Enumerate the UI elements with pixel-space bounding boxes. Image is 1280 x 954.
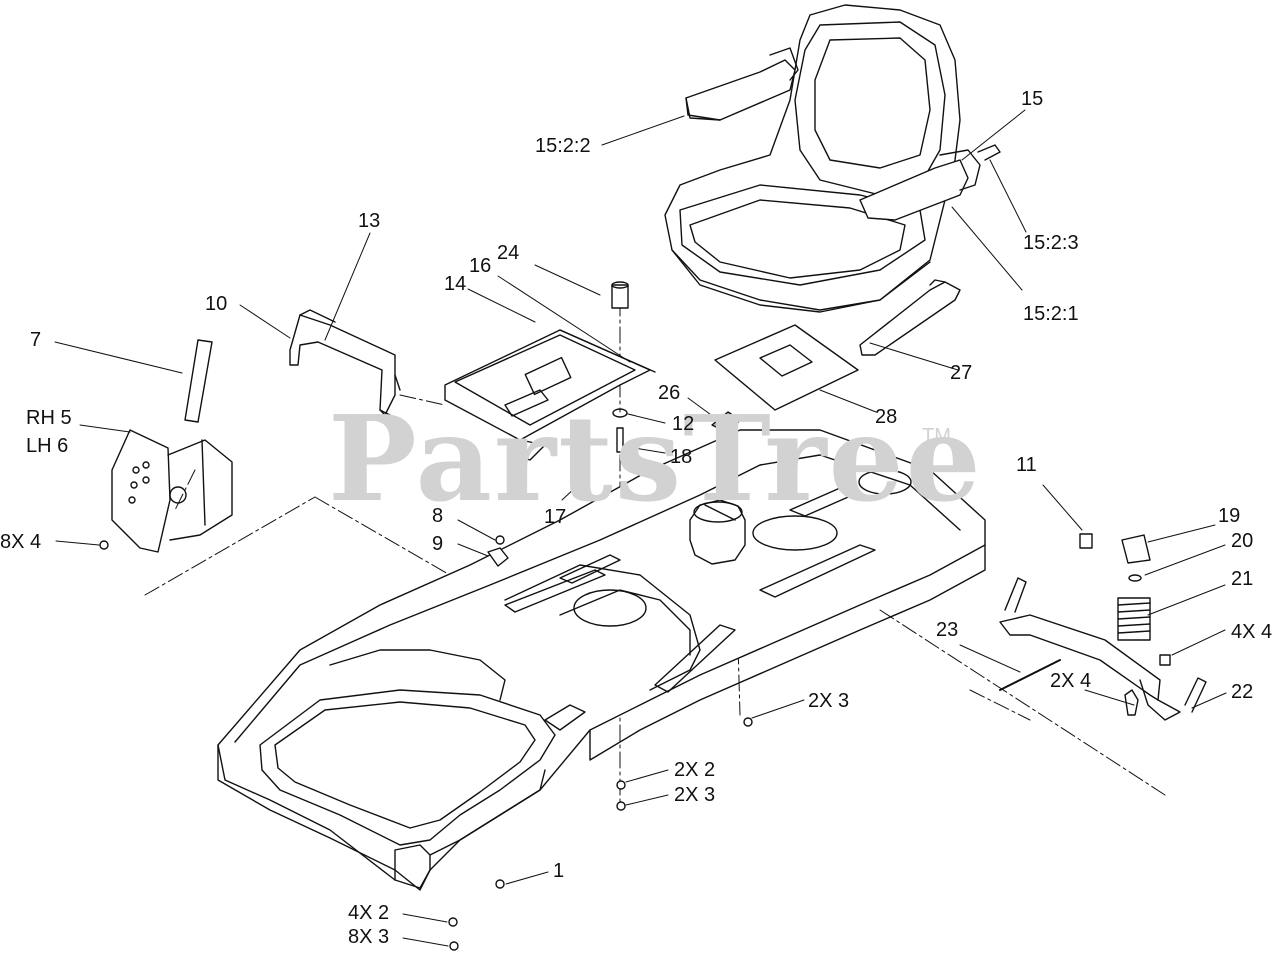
pulley-housing — [689, 499, 746, 565]
callout-7: 7 — [30, 329, 42, 351]
washer-12 — [612, 408, 628, 418]
rod-7 — [184, 339, 213, 423]
callout-13: 13 — [358, 210, 381, 232]
callout-18: 18 — [670, 446, 693, 468]
callout-16: 16 — [469, 255, 492, 277]
plate-28 — [714, 324, 859, 411]
right-bracket — [999, 533, 1207, 721]
callout-23: 23 — [936, 619, 959, 641]
strap-27 — [859, 279, 961, 356]
callout-2x4: 2X 4 — [1050, 670, 1092, 692]
callout-22: 22 — [1231, 681, 1254, 703]
callout-28: 28 — [875, 406, 898, 428]
callout-15: 15 — [1021, 88, 1044, 110]
callout-8x3: 8X 3 — [348, 926, 390, 948]
callout-11: 11 — [1016, 454, 1037, 476]
callout-2x2: 2X 2 — [674, 759, 716, 781]
callout-21: 21 — [1231, 568, 1254, 590]
callout-8: 8 — [432, 505, 444, 527]
callout-4x2: 4X 2 — [348, 902, 390, 924]
spacer-24 — [611, 281, 629, 309]
callout-15-2-2: 15:2:2 — [535, 135, 591, 157]
main-frame — [217, 429, 986, 891]
callout-2x3-upper: 2X 3 — [808, 690, 850, 712]
watermark: PartsTree — [328, 389, 983, 528]
armrest-right — [859, 144, 1001, 221]
seat — [664, 4, 961, 313]
switch-26 — [711, 411, 741, 434]
callout-20: 20 — [1231, 530, 1254, 552]
pin-18 — [616, 427, 624, 453]
callout-1: 1 — [553, 860, 565, 882]
leader-lines — [54, 109, 1227, 947]
armrest-left — [685, 47, 799, 121]
callout-24: 24 — [497, 242, 520, 264]
callout-10: 10 — [205, 293, 228, 315]
callout-lh6: LH 6 — [26, 435, 69, 457]
callout-15-2-3: 15:2:3 — [1023, 232, 1079, 254]
bracket-13 — [289, 309, 401, 421]
callout-17: 17 — [544, 506, 567, 528]
callout-26: 26 — [658, 382, 681, 404]
callout-19: 19 — [1218, 505, 1241, 527]
callout-12: 12 — [672, 413, 695, 435]
seat-plate — [444, 329, 656, 461]
callout-8x4: 8X 4 — [0, 531, 42, 553]
side-plate — [111, 429, 233, 553]
watermark-trademark: TM — [922, 425, 951, 447]
callout-15-2-1: 15:2:1 — [1023, 303, 1079, 325]
callout-9: 9 — [432, 533, 444, 555]
callout-4x4: 4X 4 — [1231, 621, 1273, 643]
callout-14: 14 — [444, 273, 467, 295]
callout-rh5: RH 5 — [26, 407, 72, 429]
callout-27: 27 — [950, 362, 973, 384]
callout-2x3-lower: 2X 3 — [674, 784, 716, 806]
